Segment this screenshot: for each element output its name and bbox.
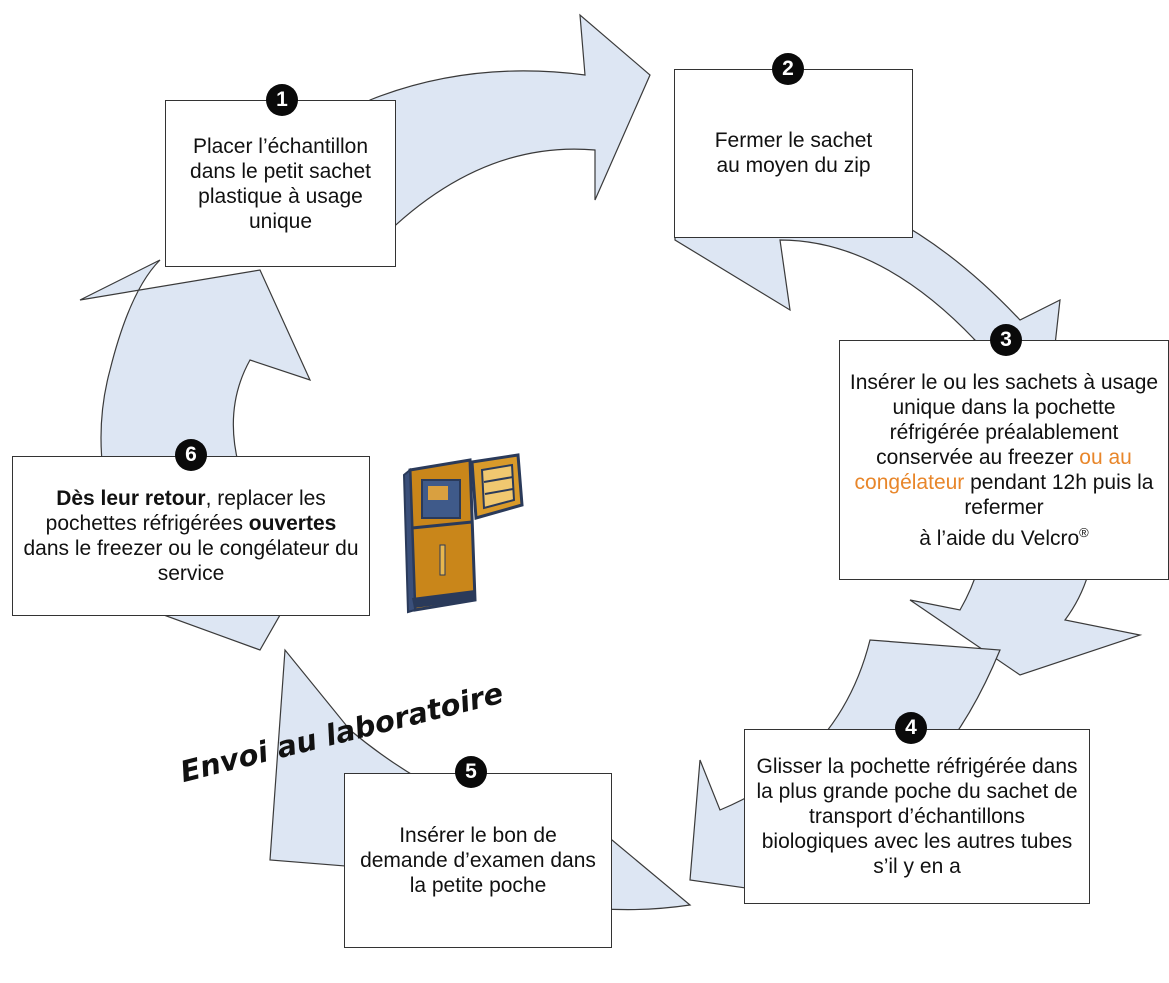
step-3-text-line2: à l’aide du Velcro [919,526,1080,550]
refrigerator-icon [402,453,524,614]
step-5-badge: 5 [455,756,487,788]
step-5-text: Insérer le bon de demande d’examen dans … [360,824,596,897]
step-3-text-highlight: ou au congélateur [854,445,1132,494]
registered-mark: ® [1079,524,1089,540]
step-box-3: Insérer le ou les sachets à usage unique… [839,340,1169,580]
step-6-text-2: dans le freezer ou le congélateur du ser… [23,537,359,585]
step-6-text-1: , replacer les pochettes réfrigérées [45,487,326,535]
step-box-5: Insérer le bon de demande d’examen dans … [344,773,612,948]
step-box-6: Dès leur retour, replacer les pochettes … [12,456,370,616]
arrow-1-to-2 [369,13,651,242]
step-box-1: Placer l’échantillon dans le petit sache… [165,100,396,267]
step-3-text-after: pendant 12h puis la refermer [964,470,1154,519]
step-3-text-before: Insérer le ou les sachets à usage unique… [849,370,1159,469]
step-1-badge: 1 [266,84,298,116]
step-box-2: Fermer le sachet au moyen du zip [674,69,913,238]
step-4-text: Glisser la pochette réfrigérée dans la p… [756,755,1078,878]
step-2-badge: 2 [772,53,804,85]
step-2-text: Fermer le sachet au moyen du zip [714,129,873,177]
step-6-bold-1: Dès leur retour [56,487,206,510]
step-3-badge: 3 [990,324,1022,356]
step-4-badge: 4 [895,712,927,744]
step-1-text: Placer l’échantillon dans le petit sache… [190,134,371,233]
step-6-bold-2: ouvertes [248,512,337,535]
step-6-badge: 6 [175,439,207,471]
step-box-4: Glisser la pochette réfrigérée dans la p… [744,729,1090,904]
